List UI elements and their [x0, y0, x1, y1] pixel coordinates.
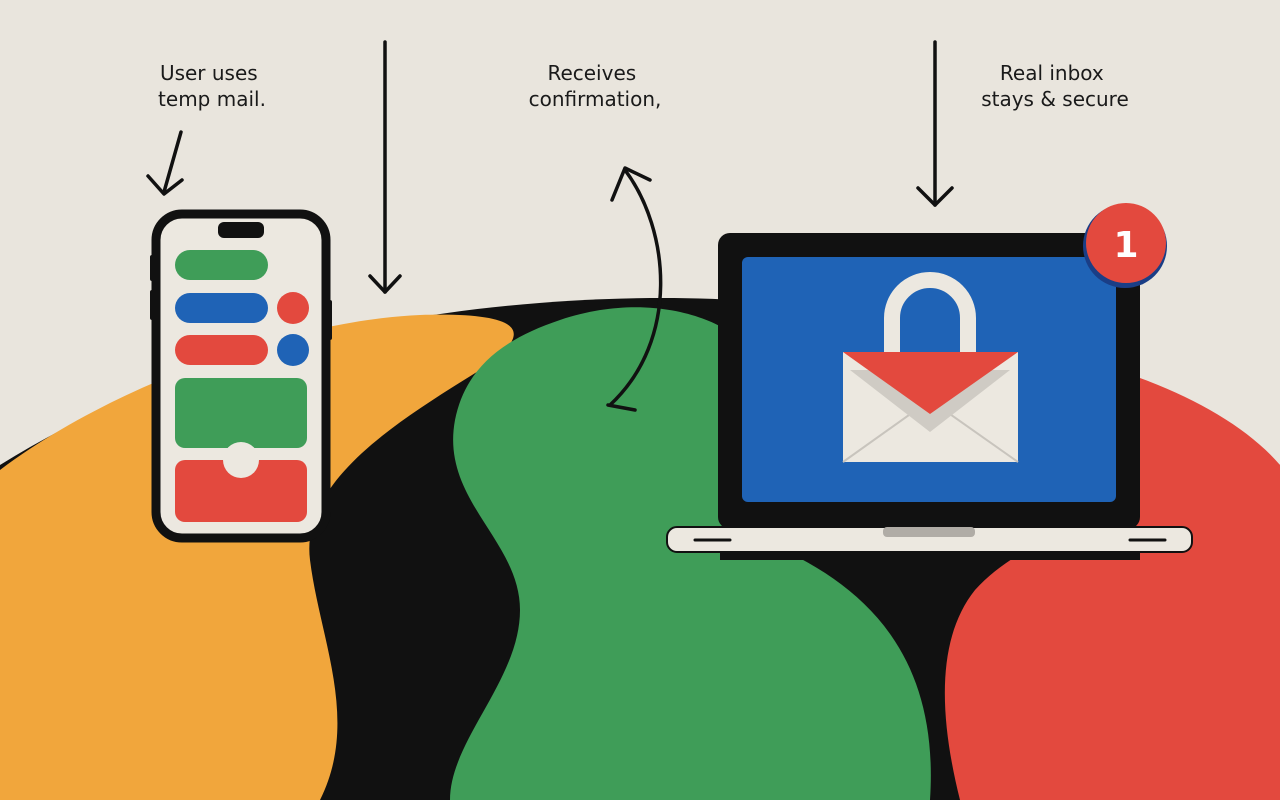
phone-icon: [150, 209, 332, 543]
step1-label: User uses temp mail.: [158, 61, 266, 111]
arrow-down-icon: [368, 40, 402, 294]
step3-line1: Real inbox: [1000, 61, 1104, 85]
orange-blob: [0, 314, 514, 800]
lock-icon: [884, 272, 976, 360]
step2-line2: confirmation,: [529, 87, 662, 111]
red-blob: [944, 378, 1280, 800]
notification-badge: 1: [1083, 203, 1167, 288]
envelope-icon: [842, 352, 1019, 463]
curved-arrow-up-icon: [606, 166, 663, 412]
step1-line2: temp mail.: [158, 87, 266, 111]
badge-count: 1: [1113, 225, 1138, 266]
arrow-down-icon: [146, 130, 184, 196]
step1-line1: User uses: [160, 61, 258, 85]
green-blob: [450, 307, 931, 800]
step2-label: Receives confirmation,: [529, 61, 662, 111]
step3-label: Real inbox stays & secure: [981, 61, 1129, 111]
step2-line1: Receives: [547, 61, 636, 85]
arrow-down-icon: [916, 40, 954, 207]
step3-line2: stays & secure: [981, 87, 1129, 111]
